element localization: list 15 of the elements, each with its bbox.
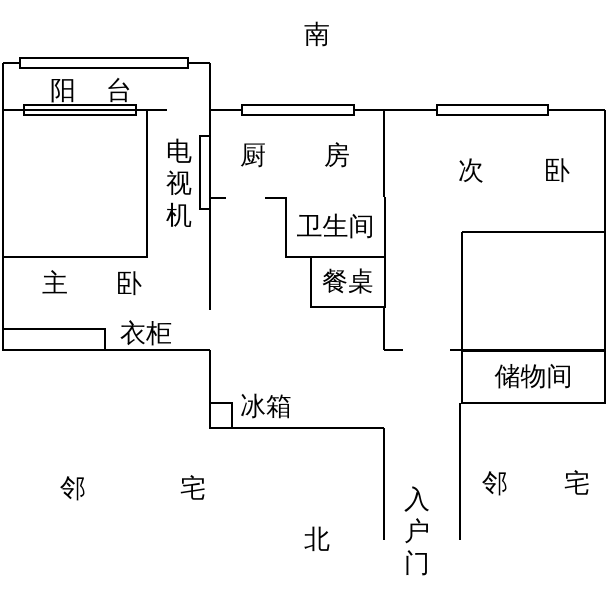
appliance-label: 冰箱 (240, 394, 292, 420)
table-box: 餐桌 (310, 256, 386, 308)
entrance-label: 入户门 (404, 484, 431, 580)
neighbor-label: 邻宅 (60, 476, 206, 502)
furniture-label: 衣柜 (120, 321, 172, 347)
compass-label: 南 (304, 22, 330, 48)
room-label: 厨房 (240, 143, 350, 169)
room-label: 次卧 (458, 158, 570, 184)
appliance-label: 电视机 (166, 136, 193, 232)
room-label: 主卧 (42, 271, 142, 297)
neighbor-label: 邻宅 (482, 471, 590, 497)
room-label-box: 卫生间 (285, 197, 386, 258)
room-label-box: 储物间 (461, 350, 606, 404)
compass-label: 北 (304, 527, 330, 553)
room-label: 阳台 (50, 78, 132, 104)
